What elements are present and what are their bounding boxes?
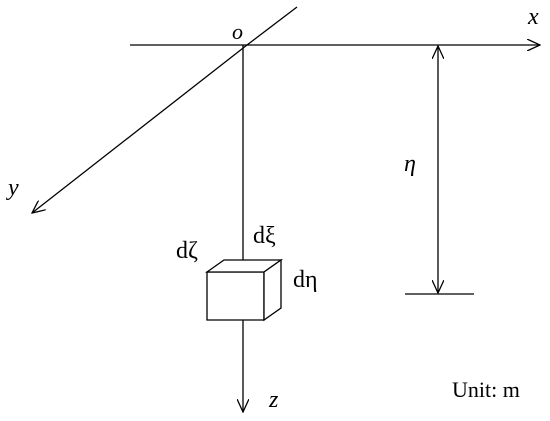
- z-axis-label: z: [268, 387, 279, 413]
- volume-element-cube: [204, 258, 284, 322]
- depth-label: η: [404, 151, 416, 177]
- y-axis-label: y: [6, 175, 19, 201]
- d-xi-label: dξ: [253, 223, 276, 249]
- y-axis: [32, 44, 248, 213]
- d-zeta-label: dζ: [176, 238, 198, 264]
- d-eta-label: dη: [293, 267, 318, 293]
- x-axis-label: x: [527, 4, 539, 30]
- y-axis-extension: [246, 6, 298, 46]
- origin-label: o: [232, 19, 243, 44]
- unit-note: Unit: m: [452, 377, 520, 402]
